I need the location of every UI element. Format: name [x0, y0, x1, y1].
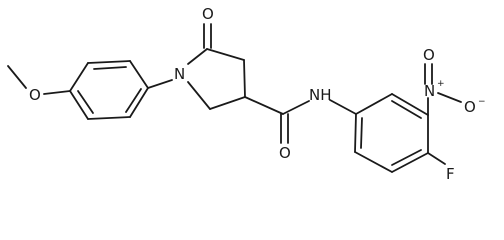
atom-labels: O N O NH O N + O O − F [29, 5, 486, 183]
atom-label-amide-o: O [279, 144, 291, 162]
bond-ring1-e [87, 116, 131, 120]
bond-ring1-a [69, 62, 89, 92]
atom-label-lactam-o: O [202, 5, 214, 23]
bond-o-aryl [43, 90, 71, 95]
bond-ring1-inner-2 [125, 88, 142, 113]
bond-aryl-f [427, 152, 446, 165]
atom-label-methoxy-o: O [29, 86, 41, 104]
bond-ring1-inner-1 [93, 66, 127, 70]
bond-n-c5 [187, 48, 208, 65]
charge-nitro-n: + [437, 79, 445, 89]
bond-c3-c2 [209, 96, 246, 110]
bond-ring1-c [129, 60, 149, 89]
atom-label-nitro-n: N [424, 82, 435, 100]
bond-c4-c3 [243, 59, 246, 98]
atom-label-ring-n: N [174, 65, 185, 83]
charge-nitro-o-side: − [478, 97, 486, 107]
bond-ring2-a [354, 113, 357, 153]
bond-c5-c4 [206, 48, 245, 61]
bond-ring2-f [355, 93, 393, 115]
bond-ring2-inner-1 [360, 117, 363, 149]
bond-camide-nh [282, 100, 310, 115]
bond-ring2-inner-3 [391, 100, 422, 119]
bond-ring1-f [69, 90, 89, 120]
bond-ring2-b [354, 151, 393, 173]
atom-label-fluorine: F [446, 165, 455, 183]
chemical-structure: O N O NH O N + O O − F [7, 5, 486, 183]
bond-ring2-inner-2 [391, 149, 422, 166]
bond-c2-n [187, 81, 211, 110]
bond-ring1-inner-3 [77, 90, 94, 114]
bond-aryl-n [147, 79, 173, 89]
atom-label-nitro-o-top: O [423, 46, 435, 64]
bond-ring2-c [391, 152, 429, 173]
bond-c3-camide [244, 96, 284, 115]
bond-methyl-o [7, 65, 27, 89]
bond-ring1-b [87, 60, 131, 64]
bond-nh-aryl [329, 99, 357, 115]
atom-label-nitro-o-side: O [464, 98, 476, 116]
bond-ring2-e [391, 93, 429, 116]
bond-nitro-o-side [437, 92, 462, 103]
structure-canvas: O N O NH O N + O O − F [7, 5, 486, 183]
bond-ring1-d [129, 87, 149, 118]
bonds [7, 23, 462, 173]
atom-label-amide-nh: NH [309, 86, 332, 104]
